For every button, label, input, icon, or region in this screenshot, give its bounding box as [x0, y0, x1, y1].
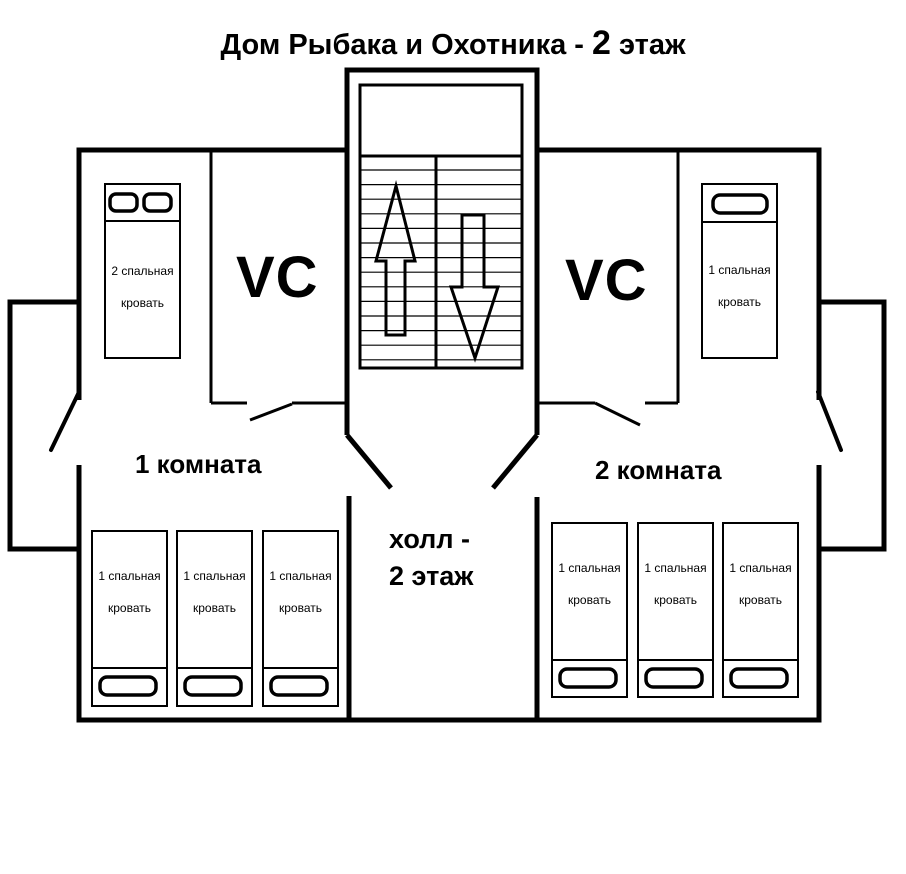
wc-left-walls — [209, 152, 347, 422]
balcony-doors — [49, 390, 843, 452]
wc-left-label: VC — [236, 245, 319, 310]
outer-walls — [7, 147, 887, 723]
double-bed-label: 2 спальная кровать — [111, 264, 174, 310]
floor-number: 2 — [592, 24, 611, 62]
room1-label: 1 комната — [135, 449, 262, 479]
double-bed — [104, 183, 181, 359]
stair-shaft — [344, 67, 540, 720]
room2-bed-1 — [551, 522, 628, 698]
room2-bed-2 — [637, 522, 714, 698]
room2-label: 2 комната — [595, 455, 722, 485]
arrow-up-icon — [374, 180, 417, 337]
room1-bed-3 — [262, 530, 339, 707]
hall-label: холл - 2 этаж — [389, 524, 474, 591]
room2-bed-3 — [722, 522, 799, 698]
room2-top-bed-label: 1 спальная кровать — [708, 263, 771, 309]
wc-right-label: VC — [565, 248, 648, 313]
pillow-icon — [558, 667, 618, 689]
single-bed-room2-top — [701, 183, 778, 359]
room1-bed-1 — [91, 530, 168, 707]
page-title: Дом Рыбака и Охотника - 2 этаж — [220, 24, 686, 62]
arrow-down-icon — [448, 213, 501, 363]
pillow-icon — [269, 675, 329, 697]
room1-beds — [91, 530, 339, 707]
pillow-icon — [183, 675, 243, 697]
wc-right-walls — [537, 152, 680, 427]
pillow-icon — [644, 667, 704, 689]
room1-bed-2 — [176, 530, 253, 707]
pillow-icon — [98, 675, 158, 697]
staircase — [358, 83, 524, 370]
room2-beds — [551, 522, 799, 698]
pillow-icon — [729, 667, 789, 689]
